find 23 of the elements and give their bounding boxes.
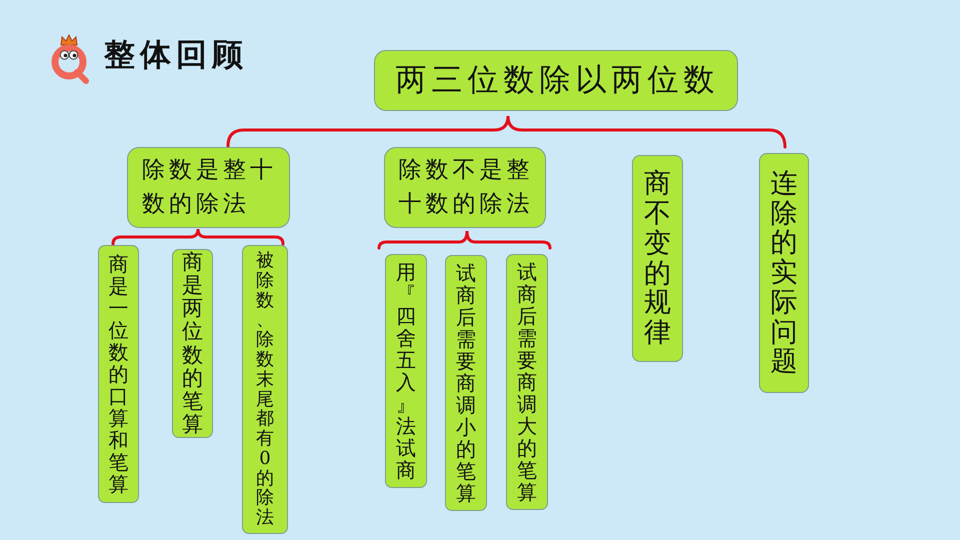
topic-box: [242, 245, 288, 534]
topic-box: [759, 153, 809, 393]
topic-text: 试商后需要商调大的笔算: [517, 261, 537, 503]
topic-text: 商不变的规律: [644, 169, 671, 348]
topic-box: [385, 254, 427, 488]
topic-box: [506, 254, 548, 510]
topic-box: [384, 147, 546, 228]
page-title: 整体回顾: [104, 37, 248, 74]
topic-text: 除数是整十数的除法: [141, 156, 278, 218]
topic-box: [445, 255, 487, 511]
topic-text: 商是一位数的口算和笔算: [108, 253, 128, 495]
topic-text: 两三位数除以两位数: [394, 61, 720, 100]
topic-box: [172, 249, 213, 438]
topic-text: 试商后需要商调小的笔算: [456, 262, 476, 504]
topic-box: [374, 50, 738, 111]
topic-box: [632, 155, 683, 362]
topic-text: 被除数、除数末尾都有0的除法: [256, 250, 274, 528]
topic-text: 连除的实际问题: [770, 169, 798, 377]
topic-box: [127, 147, 290, 228]
topic-text: 除数不是整十数的除法: [398, 156, 534, 218]
topic-text: 商是两位数的笔算: [182, 251, 203, 436]
topic-text: 用『四舍五入』法试商: [396, 261, 416, 481]
topic-box: [98, 245, 139, 503]
